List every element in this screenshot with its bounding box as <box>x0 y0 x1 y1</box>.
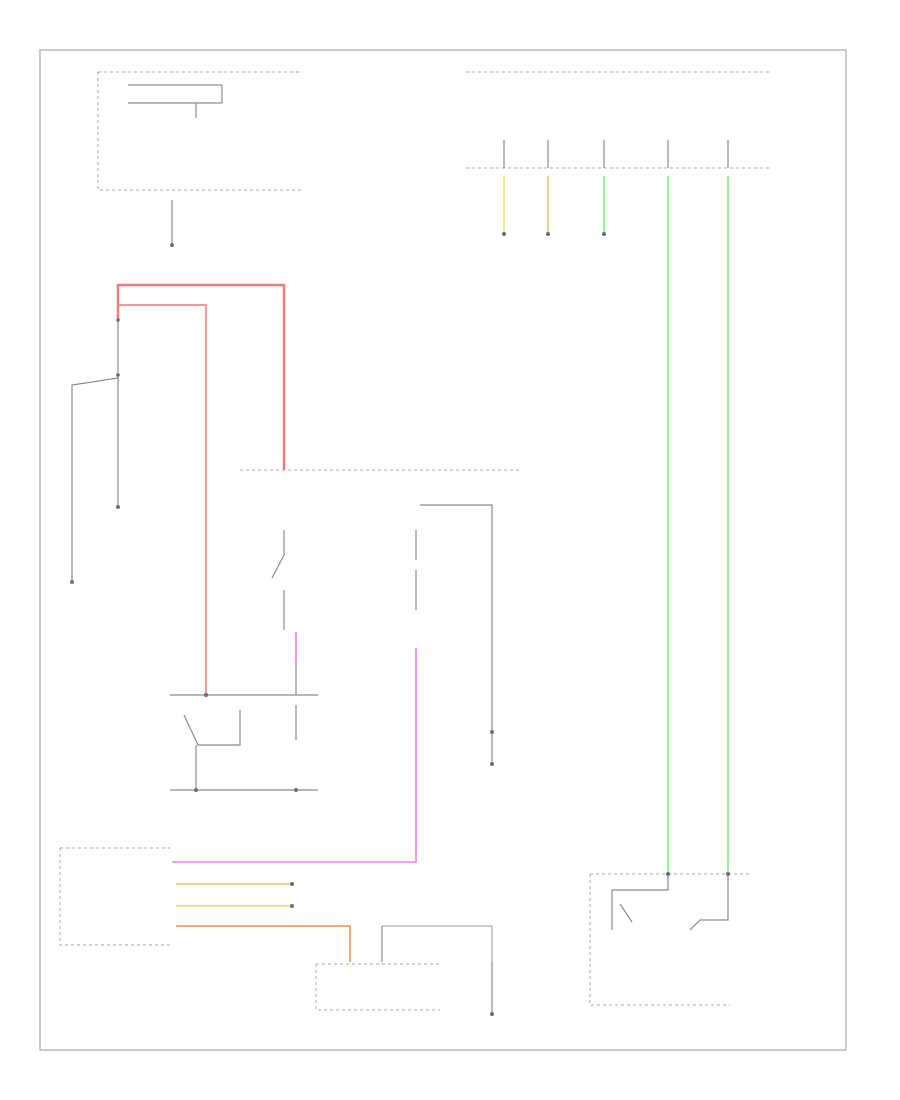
battery-feed <box>70 283 286 695</box>
trs-bracket <box>382 925 493 962</box>
terminal-dot <box>70 580 74 584</box>
splice-dot <box>116 318 120 322</box>
starter-solenoid <box>170 693 318 792</box>
battery-wire-red <box>116 283 286 470</box>
splice-dot <box>116 373 120 377</box>
nss-contact <box>619 903 633 923</box>
relay-to-ground-lead <box>420 504 493 730</box>
fuse-block <box>97 71 302 247</box>
ignition-switch <box>240 469 520 695</box>
ground-dot <box>194 788 198 792</box>
engine-run-relay <box>172 504 494 863</box>
nss-contact-lead <box>611 876 669 930</box>
nss-outline <box>589 874 730 1006</box>
terminal-dot <box>490 730 494 734</box>
starter-feed-wire-red <box>118 304 207 695</box>
ecm-to-trs-wire-orange <box>176 925 351 962</box>
terminal-dot <box>290 882 294 886</box>
ground-dot <box>490 1012 494 1016</box>
terminal-dot <box>502 232 506 236</box>
trs-outline <box>315 964 440 1011</box>
splice-dot <box>170 243 174 247</box>
fuse-block-outline <box>97 72 302 191</box>
relay-to-ecm-wire-pink <box>172 648 417 863</box>
splice-dot <box>204 693 208 697</box>
terminal-dot <box>726 872 730 876</box>
page-frame <box>39 49 847 1051</box>
ecm-outline <box>59 848 170 946</box>
terminal-dot <box>290 904 294 908</box>
nss-contact-lead <box>689 876 729 931</box>
neutral-start-switch <box>589 872 750 1006</box>
ground-dot <box>294 788 298 792</box>
transmission-range-switch <box>315 925 494 1016</box>
terminal-dot <box>116 505 120 509</box>
terminal-dot <box>666 872 670 876</box>
terminal-dot <box>602 232 606 236</box>
bcm-connector <box>466 71 770 872</box>
ignition-contact <box>271 530 285 579</box>
starter-contact <box>183 710 241 746</box>
ground-lead <box>71 377 119 580</box>
ground-dot <box>490 762 494 766</box>
terminal-dot <box>546 232 550 236</box>
ecm-connector <box>59 847 351 962</box>
